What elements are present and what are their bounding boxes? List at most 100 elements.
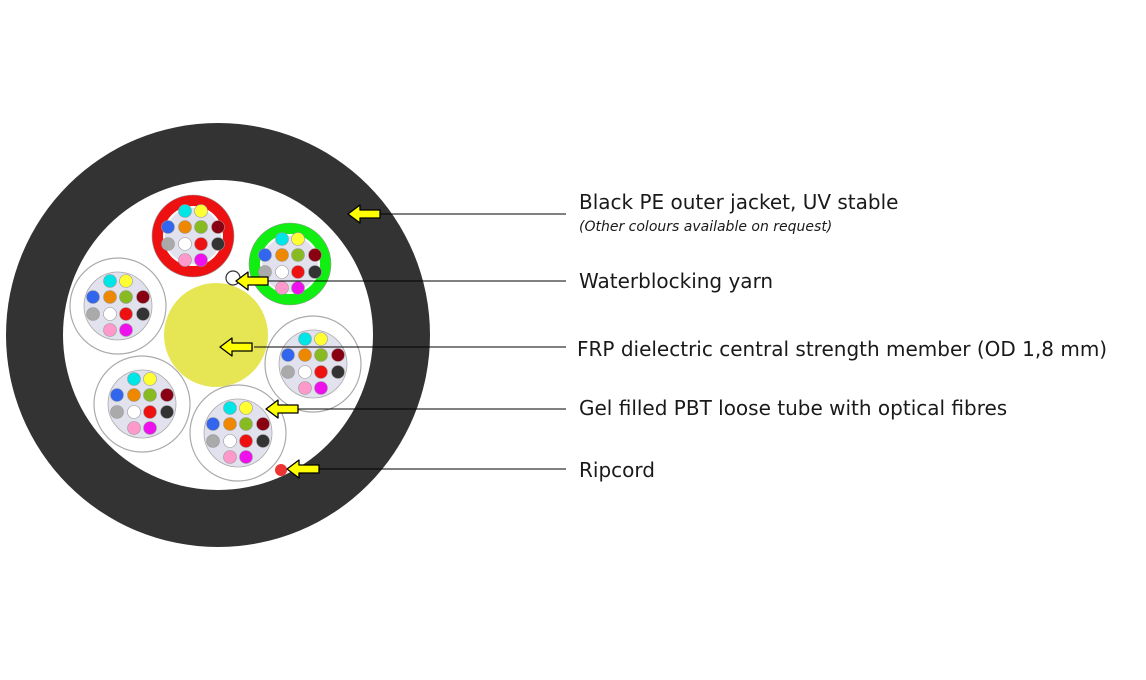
- optical-fibre: [178, 237, 192, 251]
- optical-fibre: [331, 365, 345, 379]
- optical-fibre: [298, 332, 312, 346]
- optical-fibre: [308, 248, 322, 262]
- label-ripcord: Ripcord: [579, 458, 655, 482]
- optical-fibre: [119, 323, 133, 337]
- label-jacket-note: (Other colours available on request): [579, 219, 833, 235]
- optical-fibre: [206, 417, 220, 431]
- label-waterblocking-yarn: Waterblocking yarn: [579, 269, 774, 293]
- optical-fibre: [223, 434, 237, 448]
- pointer-arrow: [265, 399, 299, 419]
- optical-fibre: [298, 381, 312, 395]
- optical-fibre: [143, 405, 157, 419]
- optical-fibre: [127, 421, 141, 435]
- optical-fibre: [298, 348, 312, 362]
- optical-fibre: [194, 237, 208, 251]
- optical-fibre: [119, 307, 133, 321]
- optical-fibre: [103, 274, 117, 288]
- optical-fibre: [110, 405, 124, 419]
- arrows: [219, 204, 381, 479]
- optical-fibre: [194, 204, 208, 218]
- label-frp: FRP dielectric central strength member (…: [577, 337, 1108, 361]
- optical-fibre: [119, 290, 133, 304]
- optical-fibre: [314, 381, 328, 395]
- tube-gel: [165, 208, 221, 264]
- optical-fibre: [86, 307, 100, 321]
- tube-gel: [107, 369, 177, 439]
- optical-fibre: [223, 450, 237, 464]
- optical-fibre: [256, 434, 270, 448]
- optical-fibre: [206, 434, 220, 448]
- optical-fibre: [194, 253, 208, 267]
- optical-fibre: [103, 307, 117, 321]
- optical-fibre: [291, 265, 305, 279]
- optical-fibre: [223, 417, 237, 431]
- optical-fibre: [281, 365, 295, 379]
- label-loose-tube: Gel filled PBT loose tube with optical f…: [579, 396, 1008, 420]
- optical-fibre: [275, 232, 289, 246]
- optical-fibre: [103, 323, 117, 337]
- ripcord: [275, 464, 287, 476]
- pointer-arrow: [286, 459, 320, 479]
- optical-fibre: [211, 237, 225, 251]
- optical-fibre: [178, 220, 192, 234]
- optical-fibre: [127, 388, 141, 402]
- tube-gel: [203, 398, 273, 468]
- pointer-arrow: [219, 337, 253, 357]
- optical-fibre: [160, 405, 174, 419]
- optical-fibre: [298, 365, 312, 379]
- optical-fibre: [103, 290, 117, 304]
- optical-fibre: [110, 388, 124, 402]
- optical-fibre: [275, 265, 289, 279]
- optical-fibre: [143, 372, 157, 386]
- loose-tubes: [69, 194, 362, 482]
- loose-tube: [264, 315, 362, 413]
- optical-fibre: [331, 348, 345, 362]
- frp-strength-member: [164, 283, 268, 387]
- pointer-arrow: [347, 204, 381, 224]
- optical-fibre: [256, 417, 270, 431]
- loose-tube: [151, 194, 235, 278]
- optical-fibre: [281, 348, 295, 362]
- tube-gel: [278, 329, 348, 399]
- optical-fibre: [211, 220, 225, 234]
- optical-fibre: [275, 281, 289, 295]
- loose-tube: [189, 384, 287, 482]
- optical-fibre: [161, 220, 175, 234]
- optical-fibre: [314, 365, 328, 379]
- optical-fibre: [178, 253, 192, 267]
- optical-fibre: [239, 401, 253, 415]
- optical-fibre: [258, 248, 272, 262]
- tube-gel: [262, 236, 318, 292]
- optical-fibre: [136, 307, 150, 321]
- optical-fibre: [161, 237, 175, 251]
- optical-fibre: [119, 274, 133, 288]
- leader-lines: [246, 213, 566, 470]
- optical-fibre: [291, 248, 305, 262]
- pointer-arrow: [235, 271, 269, 291]
- optical-fibre: [275, 248, 289, 262]
- optical-fibre: [239, 450, 253, 464]
- loose-tube: [248, 222, 332, 306]
- optical-fibre: [86, 290, 100, 304]
- optical-fibre: [143, 421, 157, 435]
- loose-tube: [93, 355, 191, 453]
- optical-fibre: [239, 434, 253, 448]
- optical-fibre: [291, 281, 305, 295]
- tube-gel: [83, 271, 153, 341]
- optical-fibre: [127, 372, 141, 386]
- optical-fibre: [291, 232, 305, 246]
- optical-fibre: [314, 348, 328, 362]
- optical-fibre: [194, 220, 208, 234]
- label-jacket: Black PE outer jacket, UV stable: [579, 190, 899, 214]
- optical-fibre: [136, 290, 150, 304]
- optical-fibre: [143, 388, 157, 402]
- optical-fibre: [178, 204, 192, 218]
- loose-tube: [69, 257, 167, 355]
- optical-fibre: [239, 417, 253, 431]
- optical-fibre: [308, 265, 322, 279]
- optical-fibre: [223, 401, 237, 415]
- optical-fibre: [127, 405, 141, 419]
- optical-fibre: [314, 332, 328, 346]
- optical-fibre: [160, 388, 174, 402]
